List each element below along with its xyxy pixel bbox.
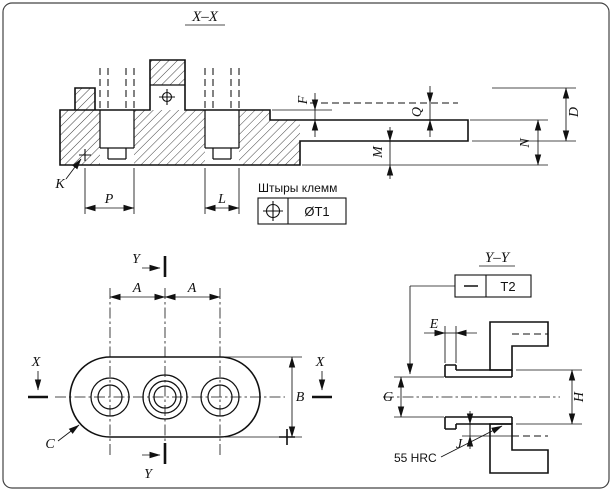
hatch-right-wall <box>239 110 300 165</box>
dim-label-C: C <box>45 437 55 452</box>
hatch-left-rim <box>75 88 95 110</box>
xx-hole-left <box>99 110 135 160</box>
yy-bushing <box>444 364 513 430</box>
position-symbol-icon <box>263 201 283 221</box>
section-mark-y-bottom: Y <box>142 443 167 482</box>
dim-label-D: D <box>567 107 582 118</box>
dim-label-F: F <box>296 95 311 105</box>
dim-label-B: B <box>296 390 305 405</box>
hardness-callout: 55 HRC <box>394 425 503 465</box>
plate-hole-right <box>200 377 240 417</box>
dim-label-K: K <box>54 177 65 192</box>
section-yy-view: Y–Y T2 E <box>383 250 587 474</box>
section-mark-y-top: Y <box>132 252 167 277</box>
cross-mark-icon <box>279 429 295 445</box>
dim-M: M <box>371 127 394 179</box>
plate-hole-left <box>90 377 130 417</box>
plate-hole-middle <box>142 374 188 420</box>
dim-Q: Q <box>410 86 434 137</box>
xx-hole-right <box>204 110 240 160</box>
dim-B: B <box>225 356 305 438</box>
dim-label-P: P <box>104 192 114 207</box>
pin-callout-tolerance: ØT1 <box>304 204 329 219</box>
dim-F: F <box>272 93 332 137</box>
dim-label-H: H <box>572 391 587 403</box>
frame-tolerance-value: T2 <box>500 279 515 294</box>
dim-label-Q: Q <box>410 107 425 117</box>
plan-centerlines <box>55 288 285 458</box>
dim-J: J <box>456 411 512 452</box>
pin-callout-note: Штыры клемм <box>258 181 337 195</box>
tolerance-frame <box>257 197 347 225</box>
xx-part-section <box>59 59 469 166</box>
dim-E: E <box>424 317 477 363</box>
dim-K: K <box>54 158 82 192</box>
hatch-mid-wall <box>134 110 205 165</box>
hardness-note: 55 HRC <box>394 451 437 465</box>
section-mark-label-x-right: X <box>315 355 325 370</box>
plan-view: A A B C Y Y <box>28 252 332 482</box>
dim-A-right: A <box>164 281 221 301</box>
dim-A-left: A <box>109 281 166 301</box>
xx-dimensions: F Q D N <box>54 86 582 214</box>
dim-label-M: M <box>371 145 386 159</box>
dim-label-E: E <box>429 317 439 332</box>
corner-cross-icon <box>79 149 91 161</box>
section-yy-title: Y–Y <box>485 250 511 266</box>
dim-C: C <box>45 424 80 452</box>
hatch-stud <box>150 60 185 85</box>
dim-label-J: J <box>456 437 463 452</box>
dim-P: P <box>84 168 135 214</box>
dim-G: G <box>383 376 444 418</box>
section-mark-x-right: X <box>312 355 332 399</box>
section-mark-label-y-top: Y <box>132 252 142 267</box>
dim-label-G: G <box>383 390 393 405</box>
dim-D: D <box>472 87 582 142</box>
dim-label-A1: A <box>132 281 142 296</box>
dim-label-L: L <box>217 192 226 207</box>
section-mark-x-left: X <box>28 355 48 399</box>
hatch-left-wall <box>60 110 100 165</box>
center-mark-icon <box>159 89 175 105</box>
section-xx-view: X–X <box>54 9 582 225</box>
section-mark-label-y-bottom: Y <box>144 467 154 482</box>
plate-outline <box>69 356 261 438</box>
xx-left-rim <box>74 87 96 110</box>
straightness-frame: T2 <box>406 274 532 375</box>
xx-part-outline <box>59 59 469 166</box>
section-mark-label-x-left: X <box>31 355 41 370</box>
section-xx-title: X–X <box>191 9 219 25</box>
dim-label-A2: A <box>187 281 197 296</box>
yy-hidden-edges <box>512 333 548 437</box>
dim-H: H <box>516 369 587 425</box>
pin-callout: Штыры клемм ØT1 <box>257 181 347 225</box>
dim-L: L <box>204 168 240 214</box>
dim-label-N: N <box>518 138 533 149</box>
dim-N: N <box>302 119 548 166</box>
